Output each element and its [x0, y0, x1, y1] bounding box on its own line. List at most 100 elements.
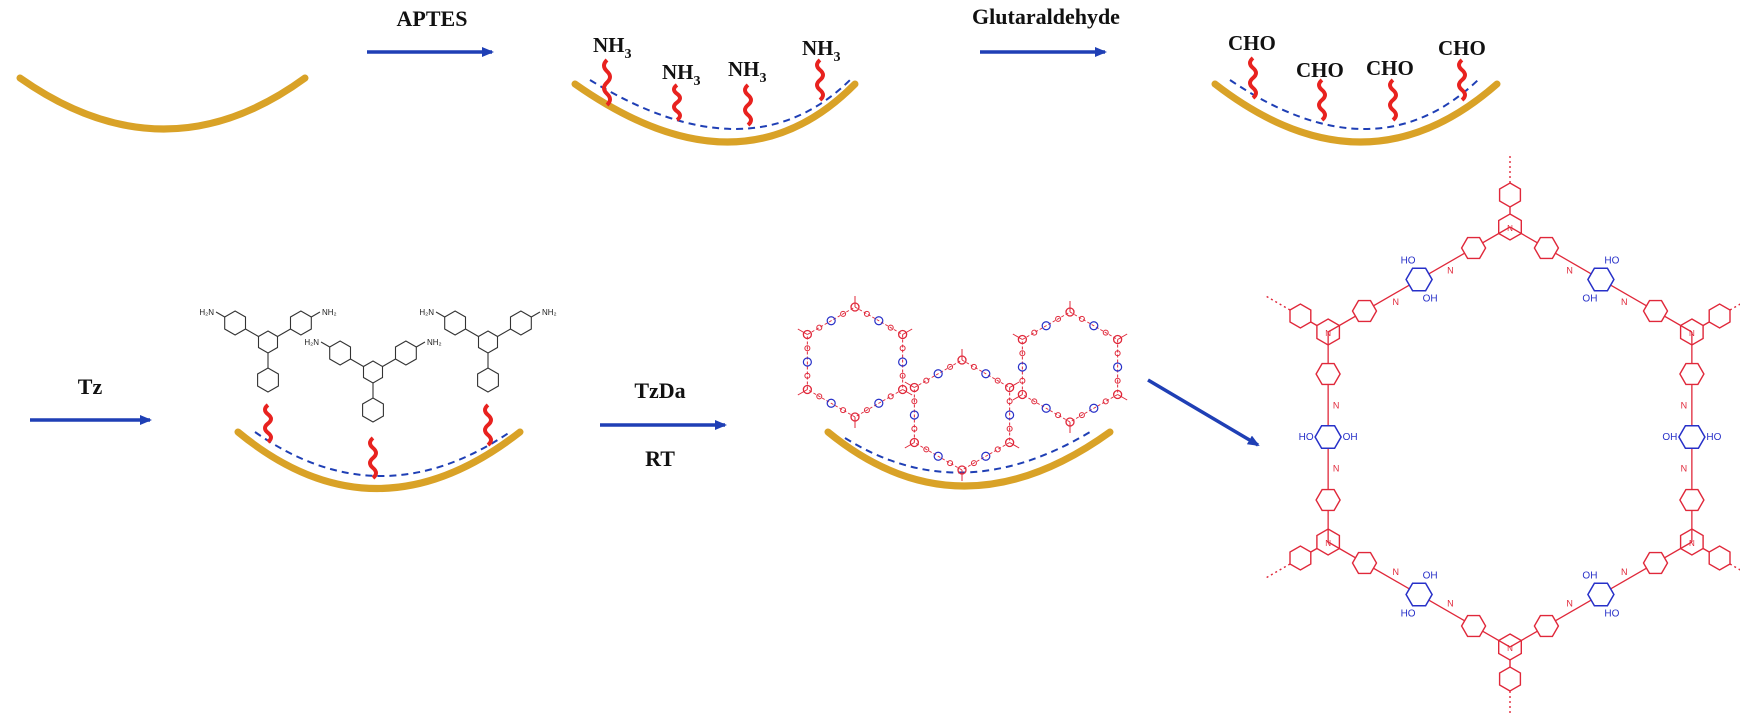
imine-n: N [1447, 598, 1454, 608]
da-unit [802, 357, 812, 367]
phenyl-ring [444, 310, 467, 336]
da-ring [1405, 582, 1433, 607]
tz-unit [1017, 389, 1028, 400]
substrate-bare [16, 74, 309, 133]
da-unit [1017, 362, 1027, 372]
da-unit [981, 369, 991, 379]
cof-mini-hexagon [1012, 301, 1128, 433]
tz-unit [897, 329, 908, 340]
linker-wave [602, 58, 612, 107]
phenyl-ring [224, 310, 247, 336]
hydroxyl-text: OH [1662, 432, 1677, 443]
dashed-layer-4 [844, 431, 1091, 474]
da-unit [874, 398, 884, 408]
substrate-aldehyde: CHO CHO CHO CHO [1211, 31, 1501, 146]
imine-n: N [1393, 297, 1400, 307]
tz-unit [909, 382, 920, 393]
da-unit [1041, 403, 1051, 413]
phenyl-ring [1315, 362, 1341, 386]
aldehyde-label: CHO [1228, 31, 1276, 55]
da-unit [1005, 410, 1015, 420]
da-ring [1587, 582, 1615, 607]
hydroxyl-text: OH [1343, 432, 1358, 443]
da-unit [1089, 403, 1099, 413]
da-unit [898, 357, 908, 367]
imine-n: N [1447, 266, 1454, 276]
linker-wave [815, 58, 825, 102]
da-unit [874, 316, 884, 326]
imine-n: N [1333, 464, 1340, 474]
phenyl-ring [289, 310, 312, 336]
imine-n: N [1621, 297, 1628, 307]
hydroxyl-text: OH [1423, 294, 1438, 305]
phenyl-ring [1289, 303, 1312, 329]
hydroxyl-text: OH [1582, 294, 1597, 305]
da-ring [1314, 424, 1342, 450]
phenyl-ring [1533, 236, 1560, 260]
tz-node: N [1679, 303, 1740, 346]
phenyl-ring [394, 340, 417, 366]
imine-n: N [1681, 464, 1688, 474]
tz-node: N [1679, 528, 1740, 571]
tz-node: N [1263, 528, 1341, 580]
da-ring [1405, 267, 1433, 292]
linker-wave [263, 403, 273, 444]
phenyl-ring [509, 310, 532, 336]
tz-molecule: H₂N NH₂ [304, 338, 442, 423]
amine-text: NH₂ [427, 338, 442, 347]
phenyl-ring [1679, 488, 1705, 512]
label-rt: RT [645, 446, 675, 471]
tz-unit [802, 384, 813, 395]
amine-text: H₂N [304, 338, 319, 347]
substrate-4 [824, 428, 1114, 490]
tz-unit [1004, 382, 1015, 393]
hydroxyl-text: HO [1706, 432, 1721, 443]
da-unit [1113, 362, 1123, 372]
cof-mini-hexagon [904, 349, 1020, 481]
substrate-2 [1211, 80, 1501, 146]
hydroxyl-text: HO [1604, 255, 1619, 266]
phenyl-ring [1642, 299, 1669, 323]
label-tzda: TzDa [634, 378, 685, 403]
triazine-ring [477, 330, 499, 354]
phenyl-ring [362, 397, 384, 423]
tz-unit [1004, 437, 1015, 448]
da-unit [1089, 321, 1099, 331]
tz-unit [897, 384, 908, 395]
da-unit [933, 369, 943, 379]
amine-text: NH₂ [542, 308, 557, 317]
phenyl-ring [1533, 614, 1560, 638]
phenyl-ring [1351, 551, 1378, 575]
phenyl-ring [1289, 545, 1312, 571]
da-unit [933, 451, 943, 461]
phenyl-ring [1708, 545, 1731, 571]
phenyl-ring [1351, 299, 1378, 323]
imine-n: N [1333, 401, 1340, 411]
linker-wave [672, 83, 682, 122]
da-unit [826, 398, 836, 408]
phenyl-ring [329, 340, 352, 366]
phenyl-ring [1460, 614, 1487, 638]
tz-unit [1112, 389, 1123, 400]
phenyl-ring [1708, 303, 1731, 329]
linker-wave [1457, 58, 1467, 102]
tz-unit [909, 437, 920, 448]
triazine-ring [362, 360, 384, 384]
hydroxyl-text: HO [1401, 609, 1416, 620]
tz-node: N [1497, 153, 1523, 241]
aldehyde-label: CHO [1296, 58, 1344, 82]
substrate-amine: NH3 NH3 NH3 NH3 [571, 33, 859, 146]
tz-unit [802, 329, 813, 340]
tz-unit [1017, 334, 1028, 345]
cof-structure-enlarged: NNNNNNOHHONNOHHONNOHHONNOHHONNOHHONNOHHO… [1263, 153, 1740, 714]
phenyl-ring [1315, 488, 1341, 512]
da-unit [909, 410, 919, 420]
substrate-3 [234, 428, 524, 492]
